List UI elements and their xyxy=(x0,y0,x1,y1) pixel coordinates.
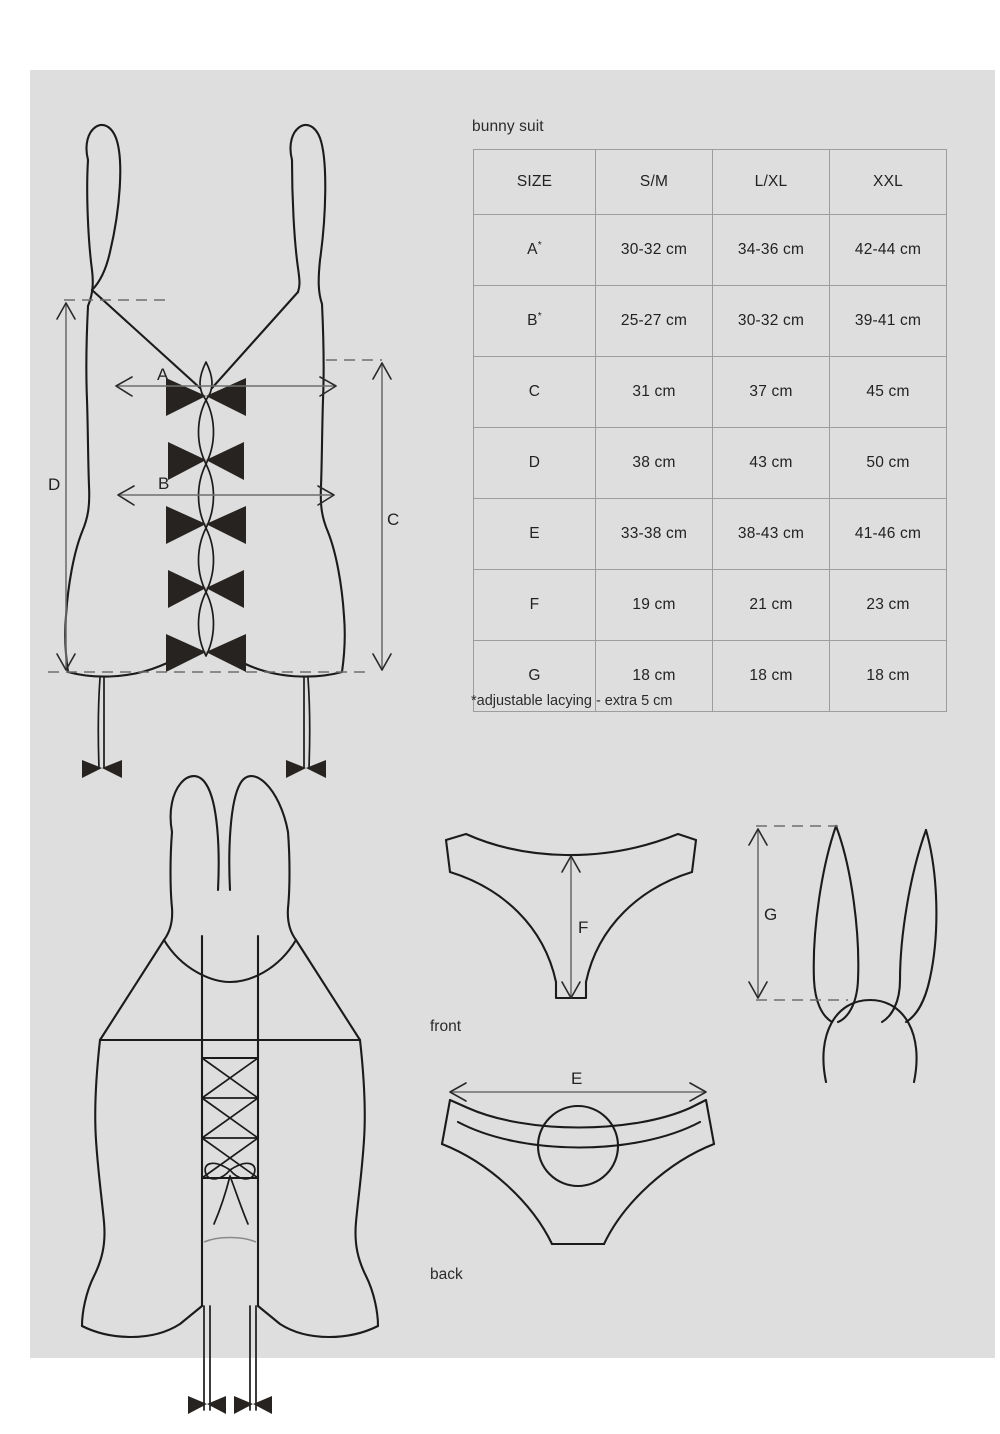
measurement-cell: 25-27 cm xyxy=(595,285,713,357)
measurement-cell: 33-38 cm xyxy=(595,498,713,570)
measurement-cell: 30-32 cm xyxy=(712,285,830,357)
row-label-e: E xyxy=(473,498,596,570)
row-label-text: E xyxy=(529,525,540,542)
dimension-c: C xyxy=(326,359,399,671)
measurement-cell: 39-41 cm xyxy=(829,285,947,357)
measurement-cell: 42-44 cm xyxy=(829,214,947,286)
dimension-g-label: G xyxy=(764,905,777,924)
row-label-g: G xyxy=(473,640,596,712)
bunny-ears-headband: G xyxy=(748,824,938,1084)
panty-back-view: E xyxy=(440,1069,716,1246)
row-label-text: F xyxy=(529,596,540,613)
bodysuit-front-view: A B C D xyxy=(48,124,399,778)
dimension-c-label: C xyxy=(387,510,399,529)
measurement-cell: 41-46 cm xyxy=(829,498,947,570)
dimension-b: B xyxy=(117,474,335,506)
measurement-cell: 23 cm xyxy=(829,569,947,641)
measurement-cell: 50 cm xyxy=(829,427,947,499)
measurement-cell: 21 cm xyxy=(712,569,830,641)
measurement-cell: 31 cm xyxy=(595,356,713,428)
measurement-cell: 37 cm xyxy=(712,356,830,428)
dimension-d-label: D xyxy=(48,475,60,494)
dimension-e-label: E xyxy=(571,1069,582,1088)
chart-title: bunny suit xyxy=(472,118,544,135)
thong-front-caption: front xyxy=(430,1018,462,1035)
measurement-cell: 18 cm xyxy=(829,640,947,712)
measurement-cell: 34-36 cm xyxy=(712,214,830,286)
dimension-b-label: B xyxy=(158,474,169,493)
row-label-c: C xyxy=(473,356,596,428)
row-label-d: D xyxy=(473,427,596,499)
dimension-a: A xyxy=(115,365,337,397)
measurement-cell: 38 cm xyxy=(595,427,713,499)
column-header-size: SIZE xyxy=(473,149,596,215)
table-footnote: *adjustable lacying - extra 5 cm xyxy=(471,693,673,709)
dimension-g: G xyxy=(748,825,848,1001)
row-label-text: B xyxy=(527,312,538,329)
footnote-asterisk: * xyxy=(537,239,542,251)
row-label-text: C xyxy=(528,383,541,400)
row-label-text: D xyxy=(528,454,541,471)
measurement-cell: 19 cm xyxy=(595,569,713,641)
dimension-f: F xyxy=(561,855,588,999)
footnote-asterisk: * xyxy=(537,310,542,322)
column-header-s-m: S/M xyxy=(595,149,713,215)
row-label-a: A* xyxy=(473,214,596,286)
row-label-f: F xyxy=(473,569,596,641)
column-header-l-xl: L/XL xyxy=(712,149,830,215)
dimension-f-label: F xyxy=(578,918,588,937)
row-label-b: B* xyxy=(473,285,596,357)
column-header-xxl: XXL xyxy=(829,149,947,215)
measurement-cell: 38-43 cm xyxy=(712,498,830,570)
dimension-d: D xyxy=(48,299,366,673)
measurement-cell: 30-32 cm xyxy=(595,214,713,286)
measurement-cell: 43 cm xyxy=(712,427,830,499)
dimension-a-label: A xyxy=(157,365,169,384)
bodysuit-back-view xyxy=(80,775,380,1414)
measurement-cell: 18 cm xyxy=(712,640,830,712)
row-label-text: G xyxy=(528,667,541,684)
thong-front-view: F xyxy=(444,832,698,1000)
measurement-cell: 18 cm xyxy=(595,640,713,712)
row-label-text: A xyxy=(527,241,538,258)
dimension-e: E xyxy=(449,1069,707,1102)
panty-back-caption: back xyxy=(430,1266,463,1283)
measurement-cell: 45 cm xyxy=(829,356,947,428)
